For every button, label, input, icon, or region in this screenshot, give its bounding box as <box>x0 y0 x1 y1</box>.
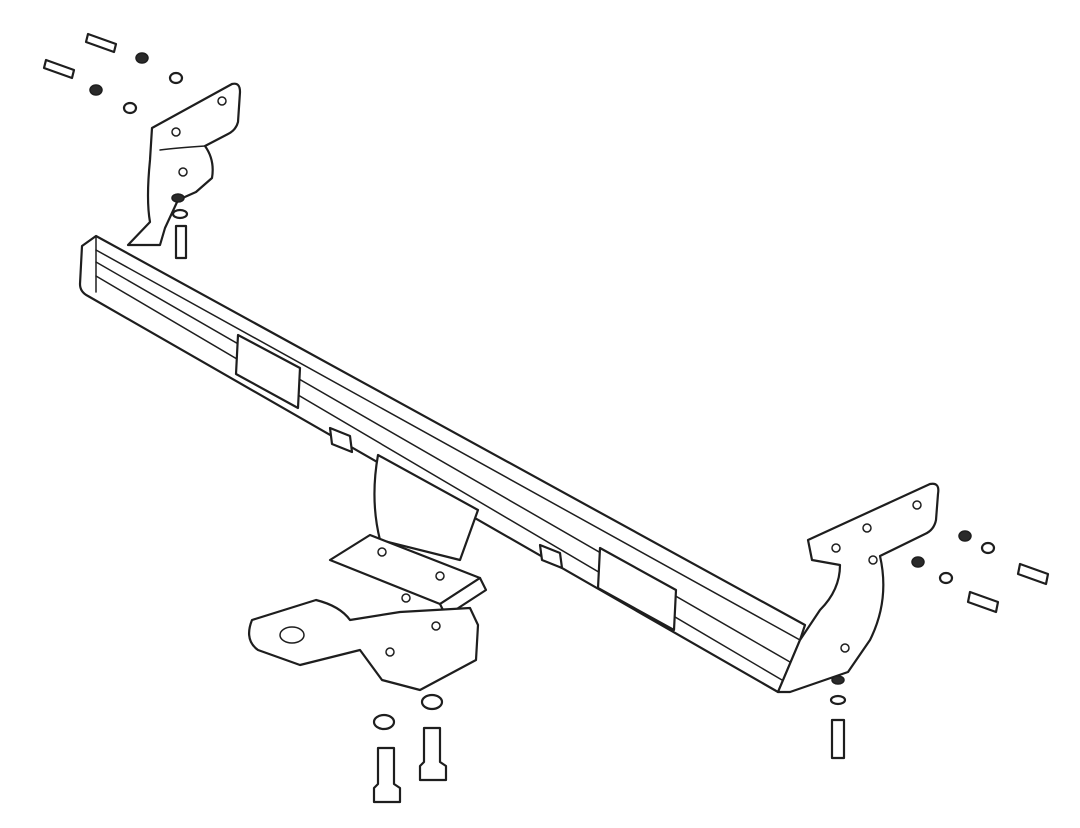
washer <box>980 541 996 555</box>
tow-ball-mount-tongue <box>247 593 480 692</box>
nut <box>135 52 149 64</box>
washer <box>938 571 954 585</box>
bolt-tongue-2 <box>372 746 402 804</box>
right-mounting-bracket <box>776 482 940 694</box>
bolt-right-2 <box>966 590 1000 614</box>
bolt-left-vertical <box>174 224 188 260</box>
bolt-top-left-2 <box>42 58 76 80</box>
nut <box>372 713 396 731</box>
nut <box>911 556 925 568</box>
washer <box>171 208 189 220</box>
cross-beam <box>78 234 807 694</box>
nut <box>89 84 103 96</box>
nut <box>831 675 845 685</box>
washer <box>829 694 847 706</box>
bolt-right-vertical <box>830 718 846 760</box>
washer <box>122 101 138 115</box>
nut <box>420 693 444 711</box>
washer <box>168 71 184 85</box>
fasteners <box>42 32 1050 804</box>
left-mounting-bracket <box>126 82 242 247</box>
nut <box>171 193 185 203</box>
nut <box>958 530 972 542</box>
hitch-drop-bracket <box>328 453 488 618</box>
bolt-top-left-1 <box>84 32 118 54</box>
bolt-right-1 <box>1016 562 1050 586</box>
bolt-tongue-1 <box>418 726 448 782</box>
